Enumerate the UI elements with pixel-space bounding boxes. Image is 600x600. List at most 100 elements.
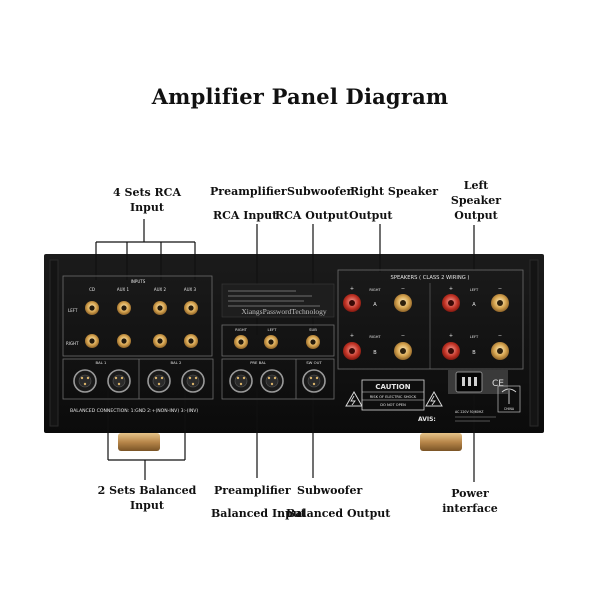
cd-label: CD (89, 287, 95, 292)
callout-balanced-output: Balanced Output (286, 507, 391, 520)
spk-right-label-a: RIGHT (369, 288, 381, 292)
xlr-bal1-right[interactable] (107, 369, 131, 393)
spk-left-label-b: LEFT (470, 335, 479, 339)
callout-rca-input-sets: 4 Sets RCA Input (112, 185, 182, 215)
spk-left-minus-b: − (498, 333, 502, 339)
right-foot (420, 433, 462, 451)
callout-left-speaker-line3: Output (454, 209, 498, 222)
balanced-input-section (62, 358, 214, 400)
speaker-post-left-a-plus[interactable] (442, 294, 460, 312)
rca-jack-pre-out-right[interactable] (234, 335, 248, 349)
rca-input-jacks (85, 301, 198, 348)
rca-jack-cd-right[interactable] (85, 334, 99, 348)
callout-preamp-top: Preamplifier (210, 185, 287, 198)
pre-bal-label: PRE BAL (250, 360, 267, 365)
callout-balanced-input: Balanced Input (211, 507, 306, 520)
ground-symbol-icon (497, 385, 521, 413)
rca-jack-aux2-left[interactable] (153, 301, 167, 315)
rca-jack-cd-left[interactable] (85, 301, 99, 315)
spec-plate-text-lines (228, 290, 320, 307)
spk-left-plus-b: + (449, 333, 453, 339)
spk-left-label-a: LEFT (470, 288, 479, 292)
rca-jack-aux1-right[interactable] (117, 334, 131, 348)
spk-right-plus-b: + (350, 333, 354, 339)
speaker-post-left-b-minus[interactable] (491, 342, 509, 360)
right-row-label: RIGHT (66, 341, 79, 346)
aux1-label: AUX 1 (117, 287, 130, 292)
speaker-post-right-b-plus[interactable] (343, 342, 361, 360)
callout-rca-input-sets-line1: 4 Sets RCA (113, 186, 181, 199)
bal1-label: BAL 1 (96, 360, 108, 365)
xlr-pre-bal-left[interactable] (260, 369, 284, 393)
rca-jack-aux1-left[interactable] (117, 301, 131, 315)
chassis-right-heatsink (529, 259, 539, 427)
balanced-output-section (221, 358, 335, 400)
speakers-section (337, 269, 524, 370)
callout-left-speaker-line1: Left (463, 179, 489, 192)
spk-left-minus-a: − (498, 286, 502, 292)
watermark-text: XiangsPasswordTechnology (241, 307, 327, 316)
speaker-post-right-a-minus[interactable] (394, 294, 412, 312)
china-label: CHINA (504, 407, 515, 411)
pre-out-section (221, 324, 335, 357)
xlr-bal1-left[interactable] (73, 369, 97, 393)
speaker-post-left-a-minus[interactable] (491, 294, 509, 312)
left-foot (118, 433, 160, 451)
aux2-label: AUX 2 (154, 287, 167, 292)
ac-rating: AC 220V 50/60HZ (455, 410, 484, 414)
warning-triangle-left-icon (345, 390, 363, 407)
channel-a-left: A (472, 302, 476, 308)
callout-balanced-input-sets: 2 Sets Balanced Input (97, 483, 197, 513)
inputs-label: INPUTS (131, 279, 146, 284)
callout-rca-input-sets-line2: Input (130, 201, 164, 214)
xlr-pre-bal-right[interactable] (229, 369, 253, 393)
callout-rca-input: RCA Input (213, 209, 278, 222)
spk-right-label-b: RIGHT (369, 335, 381, 339)
caution-risk: RISK OF ELECTRIC SHOCK (370, 395, 417, 399)
power-fine-print-lines (455, 416, 496, 422)
rca-jack-aux3-right[interactable] (184, 334, 198, 348)
speaker-post-left-b-plus[interactable] (442, 342, 460, 360)
callout-lines (95, 219, 475, 482)
pre-out-left-label: LEFT (268, 327, 278, 332)
rca-jack-aux2-right[interactable] (153, 334, 167, 348)
callout-left-speaker-line2: Speaker (450, 194, 502, 207)
iec-power-inlet[interactable] (455, 371, 483, 393)
callout-power-interface: Power interface (440, 486, 500, 516)
rca-jack-sub-out[interactable] (306, 335, 320, 349)
xlr-bal2-left[interactable] (147, 369, 171, 393)
bal2-label: BAL 2 (171, 360, 183, 365)
left-row-label: LEFT (68, 308, 78, 313)
callout-sub-bottom: Subwoofer (297, 484, 363, 497)
channel-b-right: B (373, 350, 377, 356)
avis-label: AVIS: (418, 416, 436, 423)
pre-out-right-label: RIGHT (235, 327, 248, 332)
caution-title: CAUTION (375, 383, 410, 391)
callout-sub-top: Subwoofer (287, 185, 353, 198)
rca-jack-pre-out-left[interactable] (264, 335, 278, 349)
spk-right-minus-b: − (401, 333, 405, 339)
aux3-label: AUX 3 (184, 287, 197, 292)
speaker-post-right-a-plus[interactable] (343, 294, 361, 312)
sub-out-label: SUB (309, 327, 317, 332)
spk-right-plus-a: + (350, 286, 354, 292)
rca-jack-aux3-left[interactable] (184, 301, 198, 315)
chassis-left-heatsink (49, 259, 59, 427)
speaker-post-right-b-minus[interactable] (394, 342, 412, 360)
speaker-binding-posts (343, 294, 509, 360)
callout-power-line2: interface (442, 502, 498, 515)
diagram-title: Amplifier Panel Diagram (151, 84, 449, 109)
xlr-sub-out[interactable] (302, 369, 326, 393)
ce-mark: CE (492, 379, 504, 389)
xlr-bal2-right[interactable] (181, 369, 205, 393)
warning-triangle-right-icon (425, 390, 443, 407)
channel-a-right: A (373, 302, 377, 308)
callout-output-top: Output (349, 209, 393, 222)
sw-out-label: SW OUT (306, 360, 322, 365)
callout-balanced-input-line2: Input (130, 499, 164, 512)
rca-input-section (62, 275, 213, 357)
callout-power-line1: Power (451, 487, 489, 500)
callout-balanced-input-line1: 2 Sets Balanced (97, 484, 197, 497)
balanced-connection-legend: BALANCED CONNECTION: 1:GND 2:+(NON-INV) … (70, 408, 198, 414)
